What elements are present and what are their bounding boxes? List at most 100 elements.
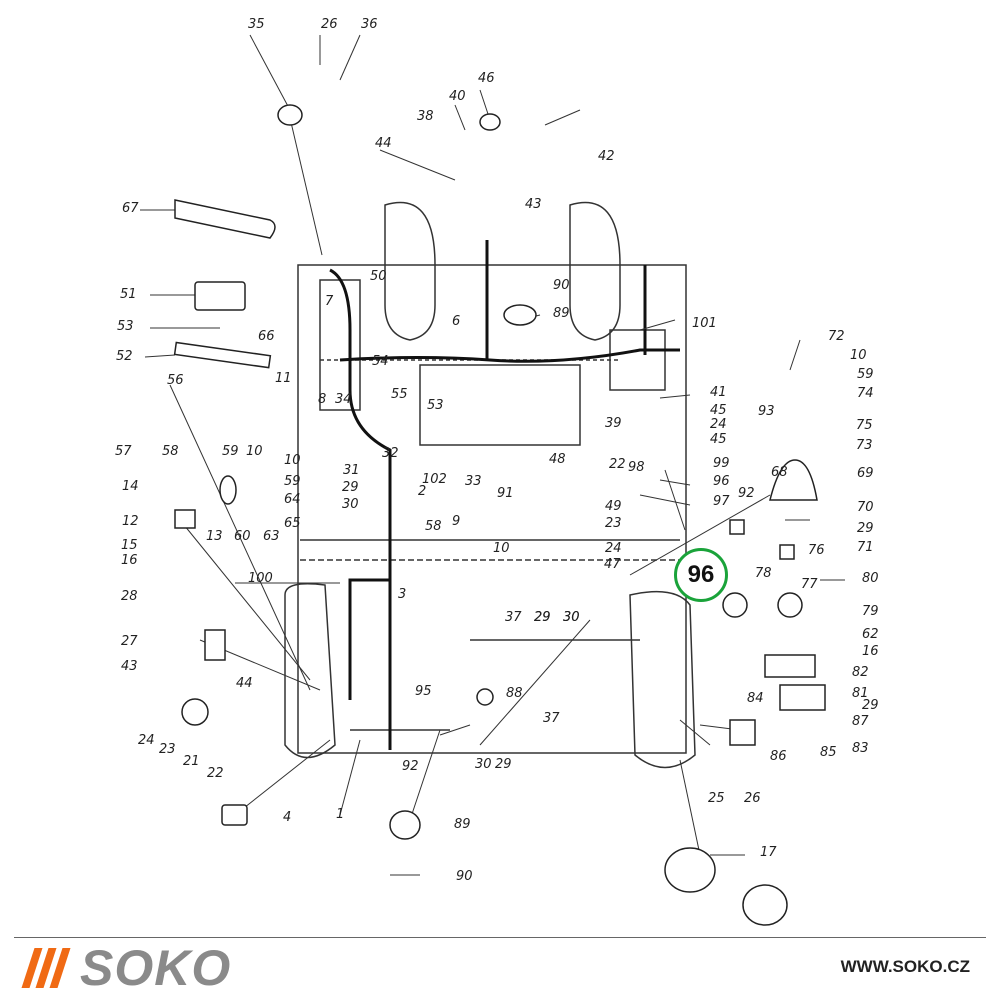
part-label-44: 44 bbox=[375, 136, 392, 151]
part-label-47: 47 bbox=[604, 557, 621, 572]
part-label-4: 4 bbox=[283, 810, 291, 825]
part-label-64: 64 bbox=[284, 492, 301, 507]
part-label-15: 15 bbox=[121, 538, 138, 553]
part-label-23: 23 bbox=[159, 742, 176, 757]
part-label-72: 72 bbox=[828, 329, 845, 344]
part-label-16: 16 bbox=[862, 644, 879, 659]
part-label-93: 93 bbox=[758, 404, 775, 419]
part-label-40: 40 bbox=[449, 89, 466, 104]
tractor-frame bbox=[284, 201, 696, 769]
part-label-63: 63 bbox=[263, 529, 280, 544]
brand-name: SOKO bbox=[80, 940, 232, 996]
part-label-95: 95 bbox=[415, 684, 432, 699]
part-label-50: 50 bbox=[370, 269, 387, 284]
part-label-32: 32 bbox=[382, 446, 399, 461]
part-label-59: 59 bbox=[222, 444, 239, 459]
part-label-87: 87 bbox=[852, 714, 869, 729]
part-label-7: 7 bbox=[325, 294, 334, 309]
part-label-24: 24 bbox=[710, 417, 727, 432]
part-label-46: 46 bbox=[478, 71, 495, 86]
part-label-92: 92 bbox=[738, 486, 755, 501]
part-label-86: 86 bbox=[770, 749, 787, 764]
part-label-44: 44 bbox=[236, 676, 253, 691]
part-label-51: 51 bbox=[120, 287, 137, 302]
part-label-29: 29 bbox=[857, 521, 874, 536]
part-label-68: 68 bbox=[771, 465, 788, 480]
part-label-52: 52 bbox=[116, 349, 133, 364]
part-label-37: 37 bbox=[505, 610, 522, 625]
part-label-76: 76 bbox=[808, 543, 825, 558]
part-label-30: 30 bbox=[475, 757, 492, 772]
part-label-67: 67 bbox=[122, 201, 139, 216]
part-label-88: 88 bbox=[506, 686, 523, 701]
part-label-42: 42 bbox=[598, 149, 615, 164]
part-label-8: 8 bbox=[318, 392, 326, 407]
part-label-28: 28 bbox=[121, 589, 138, 604]
part-label-80: 80 bbox=[862, 571, 879, 586]
highlighted-part-badge: 96 bbox=[674, 548, 728, 602]
part-label-45: 45 bbox=[710, 432, 727, 447]
part-label-45: 45 bbox=[710, 403, 727, 418]
part-label-33: 33 bbox=[465, 474, 482, 489]
part-label-10: 10 bbox=[850, 348, 867, 363]
part-label-73: 73 bbox=[856, 438, 873, 453]
part-label-34: 34 bbox=[335, 392, 352, 407]
part-label-89: 89 bbox=[454, 817, 471, 832]
part-label-99: 99 bbox=[713, 456, 730, 471]
part-label-29: 29 bbox=[534, 610, 551, 625]
part-label-66: 66 bbox=[258, 329, 275, 344]
part-label-26: 26 bbox=[744, 791, 761, 806]
part-label-70: 70 bbox=[857, 500, 874, 515]
part-label-102: 102 bbox=[422, 472, 447, 487]
part-label-59: 59 bbox=[284, 474, 301, 489]
part-label-2: 2 bbox=[418, 484, 426, 499]
part-label-30: 30 bbox=[342, 497, 359, 512]
part-label-65: 65 bbox=[284, 516, 301, 531]
part-label-55: 55 bbox=[391, 387, 408, 402]
part-label-81: 81 bbox=[852, 686, 869, 701]
part-label-91: 91 bbox=[497, 486, 514, 501]
part-label-53: 53 bbox=[427, 398, 444, 413]
part-label-9: 9 bbox=[452, 514, 460, 529]
part-label-26: 26 bbox=[321, 17, 338, 32]
part-label-56: 56 bbox=[167, 373, 184, 388]
part-label-37: 37 bbox=[543, 711, 560, 726]
part-label-1: 1 bbox=[336, 807, 344, 822]
part-label-92: 92 bbox=[402, 759, 419, 774]
part-label-43: 43 bbox=[525, 197, 542, 212]
part-label-79: 79 bbox=[862, 604, 879, 619]
part-label-74: 74 bbox=[857, 386, 874, 401]
part-label-12: 12 bbox=[122, 514, 139, 529]
part-label-75: 75 bbox=[856, 418, 873, 433]
website-link[interactable]: WWW.SOKO.CZ bbox=[840, 957, 970, 976]
part-label-48: 48 bbox=[549, 452, 566, 467]
part-label-41: 41 bbox=[710, 385, 727, 400]
wiring-harness bbox=[329, 240, 680, 750]
part-label-6: 6 bbox=[452, 314, 460, 329]
part-label-3: 3 bbox=[398, 587, 406, 602]
part-label-89: 89 bbox=[553, 306, 570, 321]
part-label-78: 78 bbox=[755, 566, 772, 581]
part-label-58: 58 bbox=[162, 444, 179, 459]
part-label-77: 77 bbox=[801, 577, 818, 592]
part-label-62: 62 bbox=[862, 627, 879, 642]
part-label-96: 96 bbox=[713, 474, 730, 489]
part-label-36: 36 bbox=[361, 17, 378, 32]
part-label-82: 82 bbox=[852, 665, 869, 680]
brand-logo: SOKO bbox=[21, 940, 232, 996]
part-label-16: 16 bbox=[121, 553, 138, 568]
footer-divider bbox=[14, 937, 986, 938]
part-label-24: 24 bbox=[138, 733, 155, 748]
part-label-13: 13 bbox=[206, 529, 223, 544]
part-label-84: 84 bbox=[747, 691, 764, 706]
part-label-22: 22 bbox=[609, 457, 626, 472]
part-label-10: 10 bbox=[493, 541, 510, 556]
part-label-69: 69 bbox=[857, 466, 874, 481]
part-label-21: 21 bbox=[183, 754, 200, 769]
part-label-38: 38 bbox=[417, 109, 434, 124]
part-label-100: 100 bbox=[248, 571, 273, 586]
part-label-60: 60 bbox=[234, 529, 251, 544]
part-drawings bbox=[173, 104, 826, 926]
